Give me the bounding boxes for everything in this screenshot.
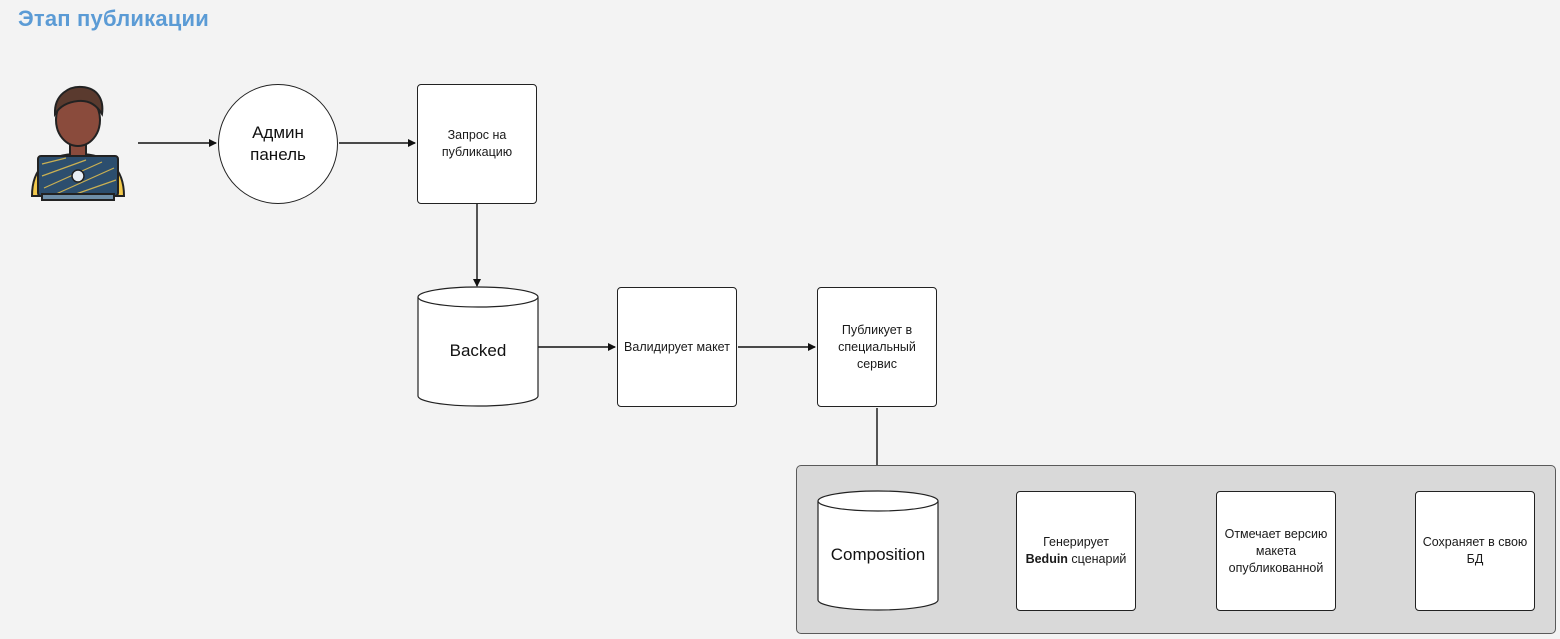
generates-text-bold: Beduin: [1025, 552, 1068, 566]
generates-text-pre: Генерирует: [1043, 535, 1109, 549]
validates-node: Валидирует макет: [617, 287, 737, 407]
composition-label: Composition: [830, 545, 926, 564]
backend-label: Backed: [449, 341, 507, 360]
composition-database-node: Composition: [817, 490, 939, 612]
publishes-node: Публикует в специальный сервис: [817, 287, 937, 407]
marks-published-node: Отмечает версию макета опубликованной: [1216, 491, 1336, 611]
publish-request-node: Запрос на публикацию: [417, 84, 537, 204]
database-cylinder-icon: [417, 286, 539, 407]
database-cylinder-icon: [817, 490, 939, 611]
user-with-laptop-icon: [30, 85, 126, 201]
generates-text-post: сценарий: [1071, 552, 1127, 566]
generates-node: Генерирует Beduin сценарий: [1016, 491, 1136, 611]
admin-panel-node: Админ панель: [218, 84, 338, 204]
saves-to-db-node: Сохраняет в свою БД: [1415, 491, 1535, 611]
backend-database-node: Backed: [417, 286, 539, 408]
page-title: Этап публикации: [18, 6, 209, 31]
